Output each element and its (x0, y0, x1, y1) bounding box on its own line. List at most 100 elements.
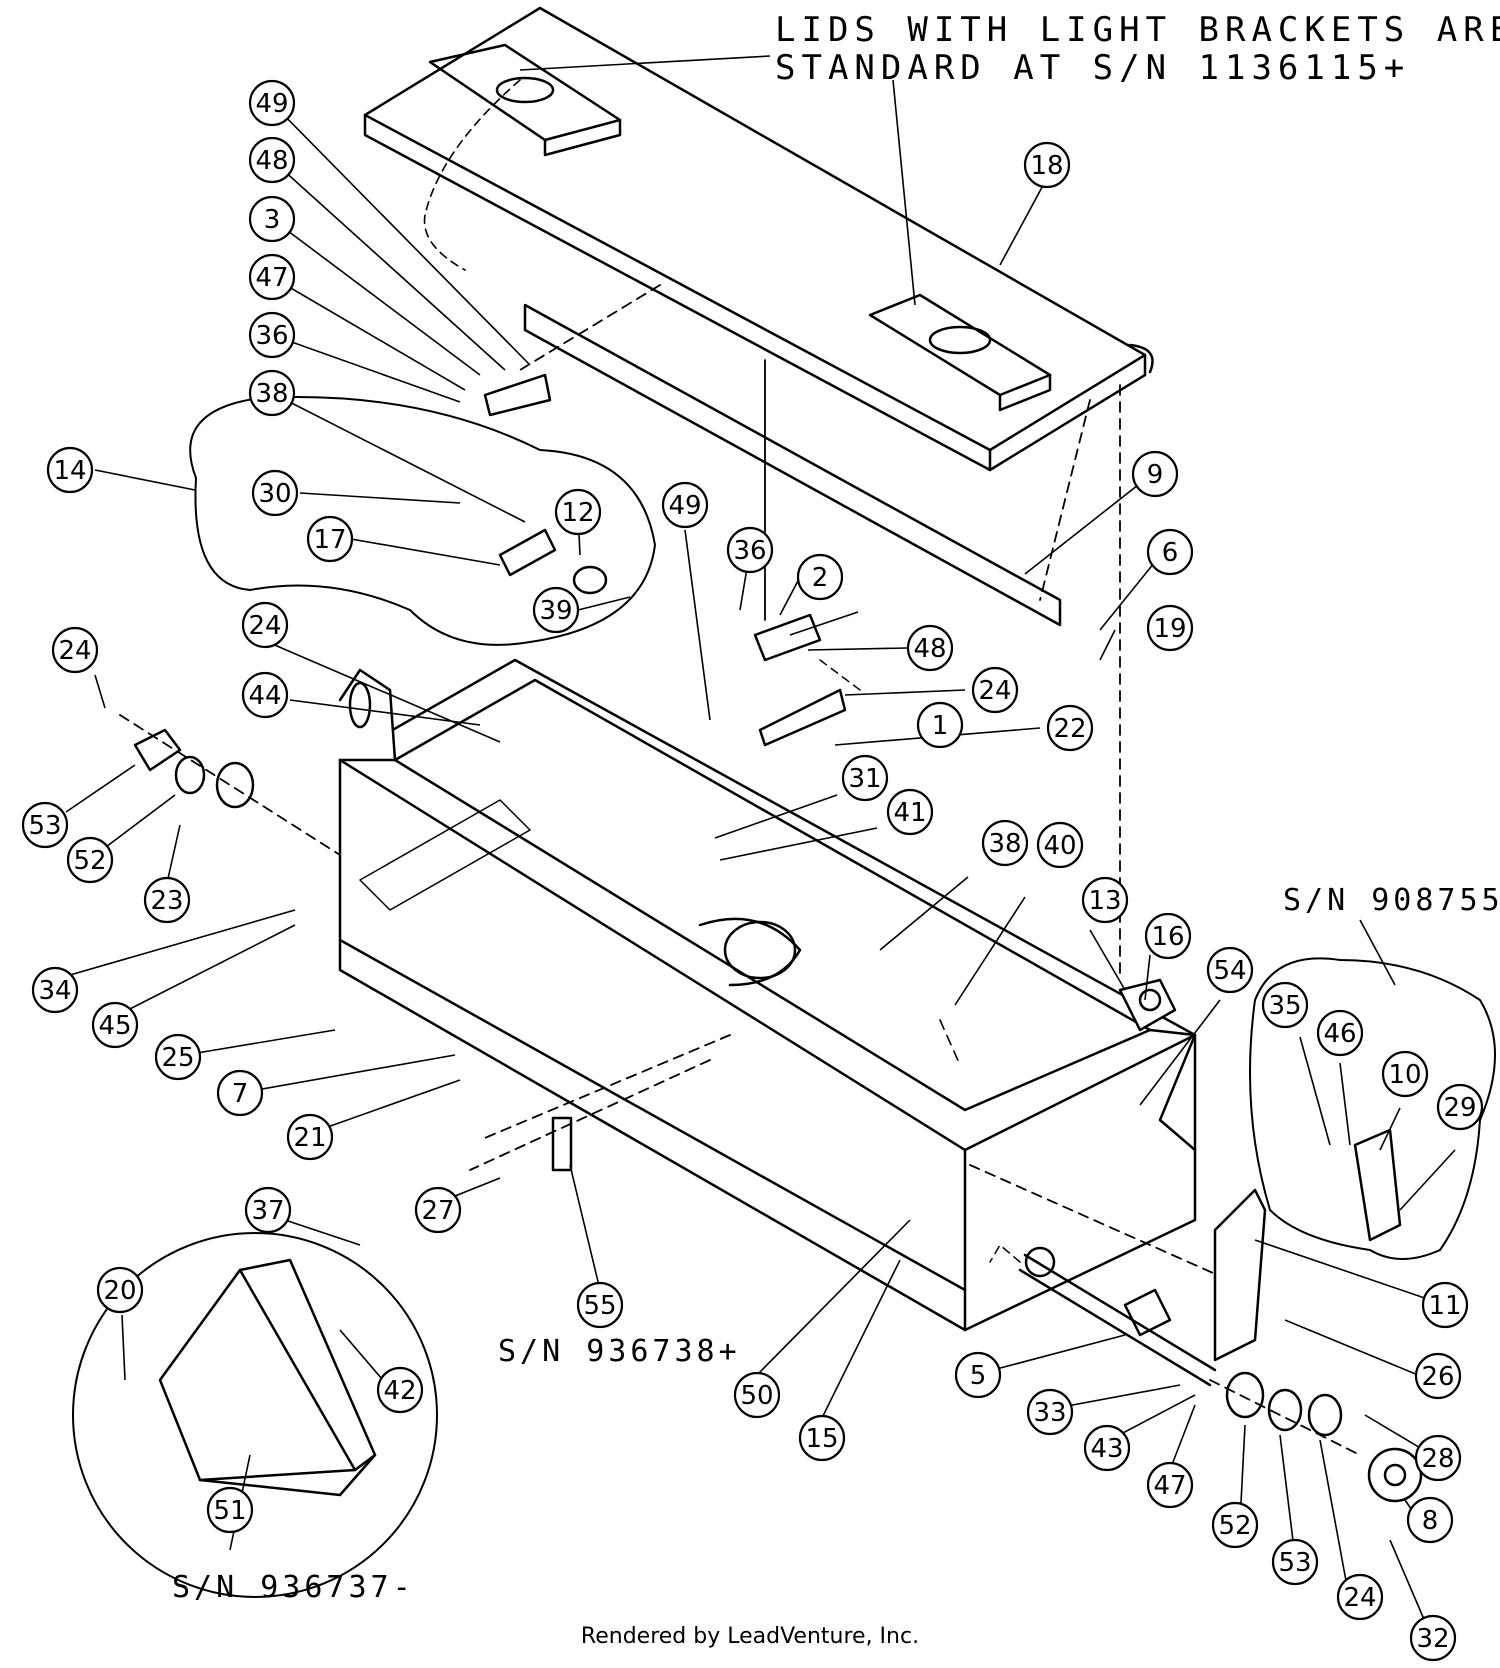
callout-circle (661, 481, 709, 529)
callout-number: 29 (1443, 1093, 1476, 1123)
callout-9: 9 (1131, 450, 1179, 498)
callout-20: 20 (96, 1266, 144, 1314)
callout-24: 24 (971, 666, 1019, 714)
callout-31: 31 (841, 754, 889, 802)
callout-15: 15 (798, 1414, 846, 1462)
callout-49: 49 (248, 79, 296, 127)
callout-number: 24 (58, 636, 91, 666)
callout-number: 34 (38, 976, 71, 1006)
callout-number: 44 (248, 681, 281, 711)
callout-circle (733, 1371, 781, 1419)
callout-number: 33 (1033, 1398, 1066, 1428)
callout-number: 12 (561, 498, 594, 528)
callout-number: 17 (313, 525, 346, 555)
callout-43: 43 (1083, 1424, 1131, 1472)
callout-number: 1 (932, 711, 949, 741)
callout-number: 50 (740, 1381, 773, 1411)
callout-circle (154, 1033, 202, 1081)
callout-number: 27 (421, 1196, 454, 1226)
callout-number: 5 (970, 1361, 987, 1391)
callout-number: 19 (1153, 614, 1186, 644)
callout-circle (216, 1069, 264, 1117)
callout-circle (248, 79, 296, 127)
callout-number: 45 (98, 1011, 131, 1041)
callout-circle (916, 701, 964, 749)
callout-circle (981, 819, 1029, 867)
callout-22: 22 (1046, 704, 1094, 752)
callout-53: 53 (21, 801, 69, 849)
callout-number: 15 (805, 1424, 838, 1454)
callout-number: 55 (583, 1291, 616, 1321)
callout-circle (91, 1001, 139, 1049)
callout-10: 10 (1381, 1050, 1429, 1098)
callout-circle (248, 311, 296, 359)
callout-number: 49 (255, 89, 288, 119)
callout-circle (554, 488, 602, 536)
callout-number: 53 (28, 811, 61, 841)
callout-16: 16 (1144, 912, 1192, 960)
callout-55: 55 (576, 1281, 624, 1329)
callout-circle (66, 836, 114, 884)
callout-11: 11 (1421, 1281, 1469, 1329)
callout-circle (414, 1186, 462, 1234)
callout-circle (241, 601, 289, 649)
hopper-body (119, 373, 1423, 1503)
callout-circle (248, 195, 296, 243)
callout-circle (1436, 1083, 1484, 1131)
callout-number: 18 (1030, 151, 1063, 181)
callout-circle (286, 1113, 334, 1161)
callout-number: 7 (232, 1079, 249, 1109)
callout-circle (1144, 912, 1192, 960)
callout-14: 14 (46, 446, 94, 494)
callout-circle (31, 966, 79, 1014)
callout-number: 52 (73, 846, 106, 876)
callout-number: 42 (383, 1376, 416, 1406)
callout-number: 26 (1421, 1362, 1454, 1392)
callout-23: 23 (143, 876, 191, 924)
callout-circle (886, 788, 934, 836)
callout-number: 43 (1090, 1434, 1123, 1464)
callout-number: 36 (733, 536, 766, 566)
callout-number: 46 (1323, 1019, 1356, 1049)
callout-number: 28 (1421, 1444, 1454, 1474)
callout-number: 35 (1268, 991, 1301, 1021)
callout-number: 6 (1162, 538, 1179, 568)
callout-36: 36 (726, 526, 774, 574)
callout-number: 16 (1151, 922, 1184, 952)
callout-24: 24 (51, 626, 99, 674)
callout-number: 9 (1147, 460, 1164, 490)
callout-29: 29 (1436, 1083, 1484, 1131)
callout-49: 49 (661, 481, 709, 529)
callout-circle (576, 1281, 624, 1329)
callout-circle (244, 1186, 292, 1234)
callout-number: 48 (255, 146, 288, 176)
callout-53: 53 (1271, 1538, 1319, 1586)
callout-number: 2 (812, 563, 829, 593)
callout-24: 24 (1336, 1573, 1384, 1621)
callout-circle (1146, 528, 1194, 576)
callout-number: 11 (1428, 1291, 1461, 1321)
callout-48: 48 (906, 624, 954, 672)
inset-908755-outline (1249, 957, 1496, 1260)
callout-number: 32 (1416, 1624, 1449, 1654)
callout-number: 25 (161, 1043, 194, 1073)
callout-number: 3 (264, 205, 281, 235)
callout-circle (1036, 821, 1084, 869)
callout-number: 54 (1213, 956, 1246, 986)
callout-circle (241, 671, 289, 719)
callout-13: 13 (1081, 876, 1129, 924)
callout-19: 19 (1146, 604, 1194, 652)
callout-2: 2 (796, 553, 844, 601)
note-line-2: STANDARD AT S/N 1136115+ (775, 48, 1411, 88)
callout-24: 24 (241, 601, 289, 649)
callout-circle (1381, 1050, 1429, 1098)
callout-number: 40 (1043, 831, 1076, 861)
callout-circle (376, 1366, 424, 1414)
callout-34: 34 (31, 966, 79, 1014)
callout-number: 10 (1388, 1060, 1421, 1090)
callout-circle (841, 754, 889, 802)
callout-39: 39 (532, 586, 580, 634)
callout-number: 20 (103, 1276, 136, 1306)
callout-circle (1414, 1434, 1462, 1482)
